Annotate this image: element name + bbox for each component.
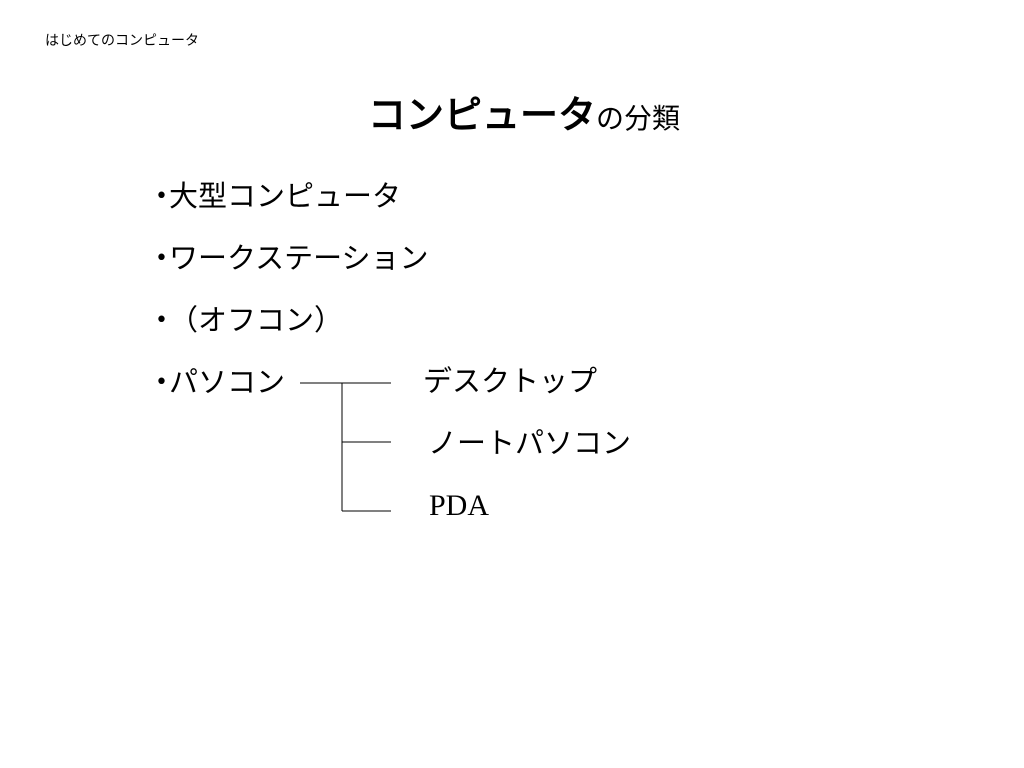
bullet-item-office-computer: •（オフコン） [155,300,343,341]
bullet-item-personal-computer: •パソコン [155,362,285,403]
bullet-item-mainframe: •大型コンピュータ [155,176,401,217]
bullet-mark: • [155,308,168,333]
bullet-mark: • [155,370,168,395]
bullet-item-workstation: •ワークステーション [155,238,429,279]
slide-title: コンピュータの分類 [368,90,680,148]
branch-label-desktop: デスクトップ [423,364,598,398]
branch-label-notebook: ノートパソコン [428,426,632,460]
bullet-text: ワークステーション [169,241,429,275]
title-suffix: の分類 [596,102,681,135]
branch-label-pda: PDA [429,489,490,522]
bullet-text: パソコン [169,365,286,399]
header-label: はじめてのコンピュータ [45,33,199,49]
bullet-mark: • [155,246,168,271]
bullet-mark: • [155,184,168,209]
title-main: コンピュータ [368,93,597,137]
bullet-text: （オフコン） [169,303,344,337]
bullet-text: 大型コンピュータ [169,179,402,213]
